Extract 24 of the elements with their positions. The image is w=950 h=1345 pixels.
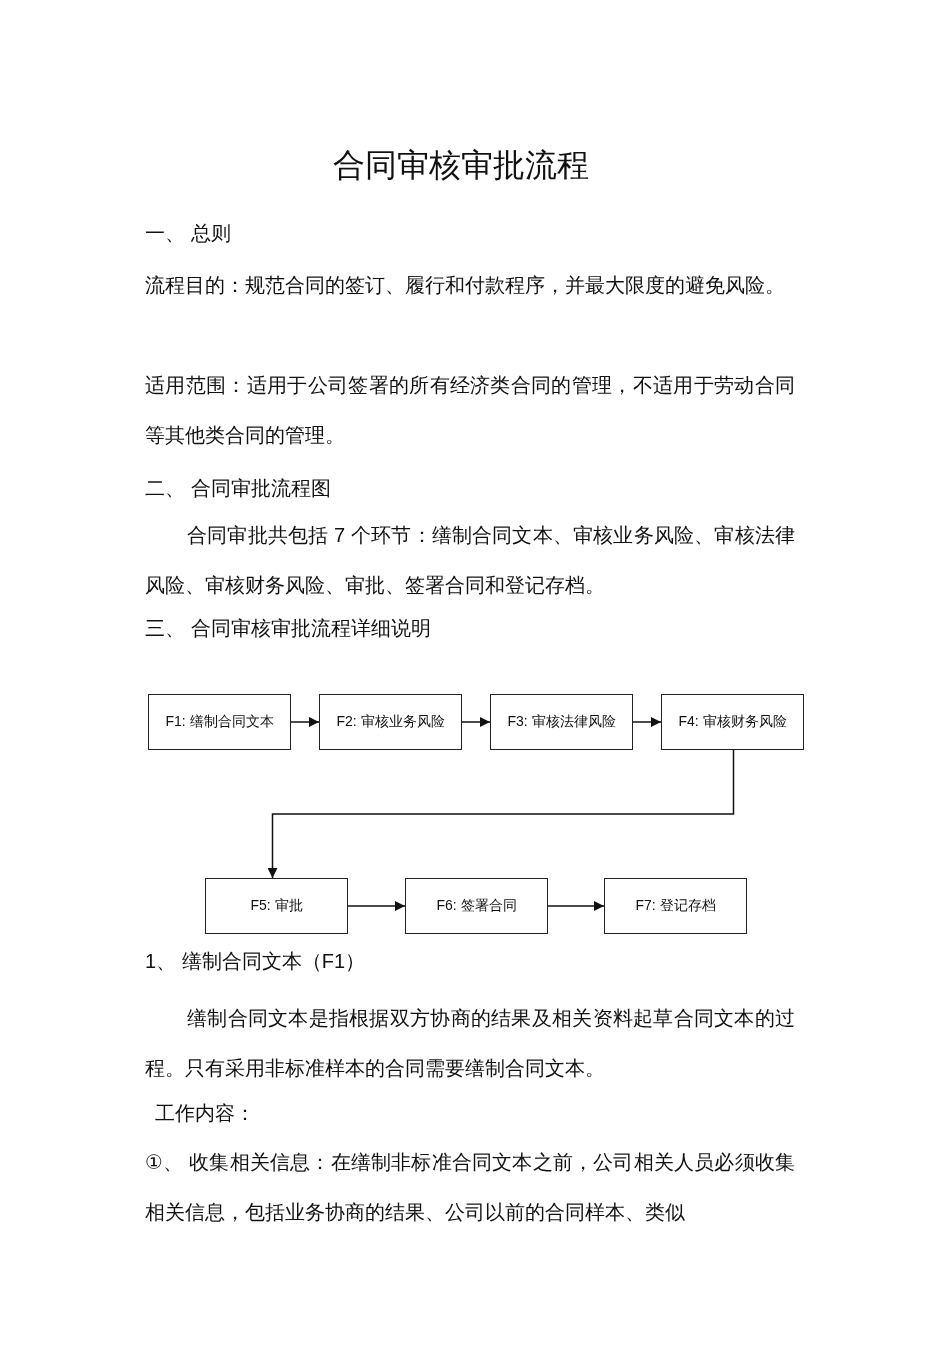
section-heading: 一、 总则 [145, 221, 232, 246]
arrow [290, 717, 320, 727]
paragraph: 合同审批共包括 7 个环节：缮制合同文本、审核业务风险、审核法律风险、审核财务风险、审批、签署合同和登记存档。 [145, 523, 795, 598]
arrow [347, 901, 406, 911]
paragraph: 缮制合同文本是指根据双方协商的结果及相关资料起草合同文本的过程。只有采用非标准样本的合同需要缮制合同文本。 [145, 1006, 795, 1081]
section-heading: 二、 合同审批流程图 [145, 476, 332, 501]
title: 合同审核审批流程 [332, 146, 590, 185]
arrow [267, 749, 735, 879]
process-box: F1: 缮制合同文本 [148, 694, 291, 750]
section-heading: 1、 缮制合同文本（F1） [145, 949, 367, 974]
paragraph: 流程目的：规范合同的签订、履行和付款程序，并最大限度的避免风险。 [145, 273, 786, 298]
section-heading: 三、 合同审核审批流程详细说明 [145, 616, 432, 641]
arrow [461, 717, 491, 727]
process-box: F6: 签署合同 [405, 878, 548, 934]
paragraph: 适用范围：适用于公司签署的所有经济类合同的管理，不适用于劳动合同等其他类合同的管理。 [145, 373, 795, 448]
section-heading: 工作内容： [154, 1101, 256, 1126]
arrow [632, 717, 662, 727]
paragraph: ①、 收集相关信息：在缮制非标准合同文本之前，公司相关人员必须收集相关信息，包括业务协商的结果、公司以前的合同样本、类似 [145, 1150, 795, 1225]
process-box: F3: 审核法律风险 [490, 694, 633, 750]
arrow [547, 901, 605, 911]
process-box: F5: 审批 [205, 878, 348, 934]
process-box: F2: 审核业务风险 [319, 694, 462, 750]
process-box: F4: 审核财务风险 [661, 694, 804, 750]
process-box: F7: 登记存档 [604, 878, 747, 934]
